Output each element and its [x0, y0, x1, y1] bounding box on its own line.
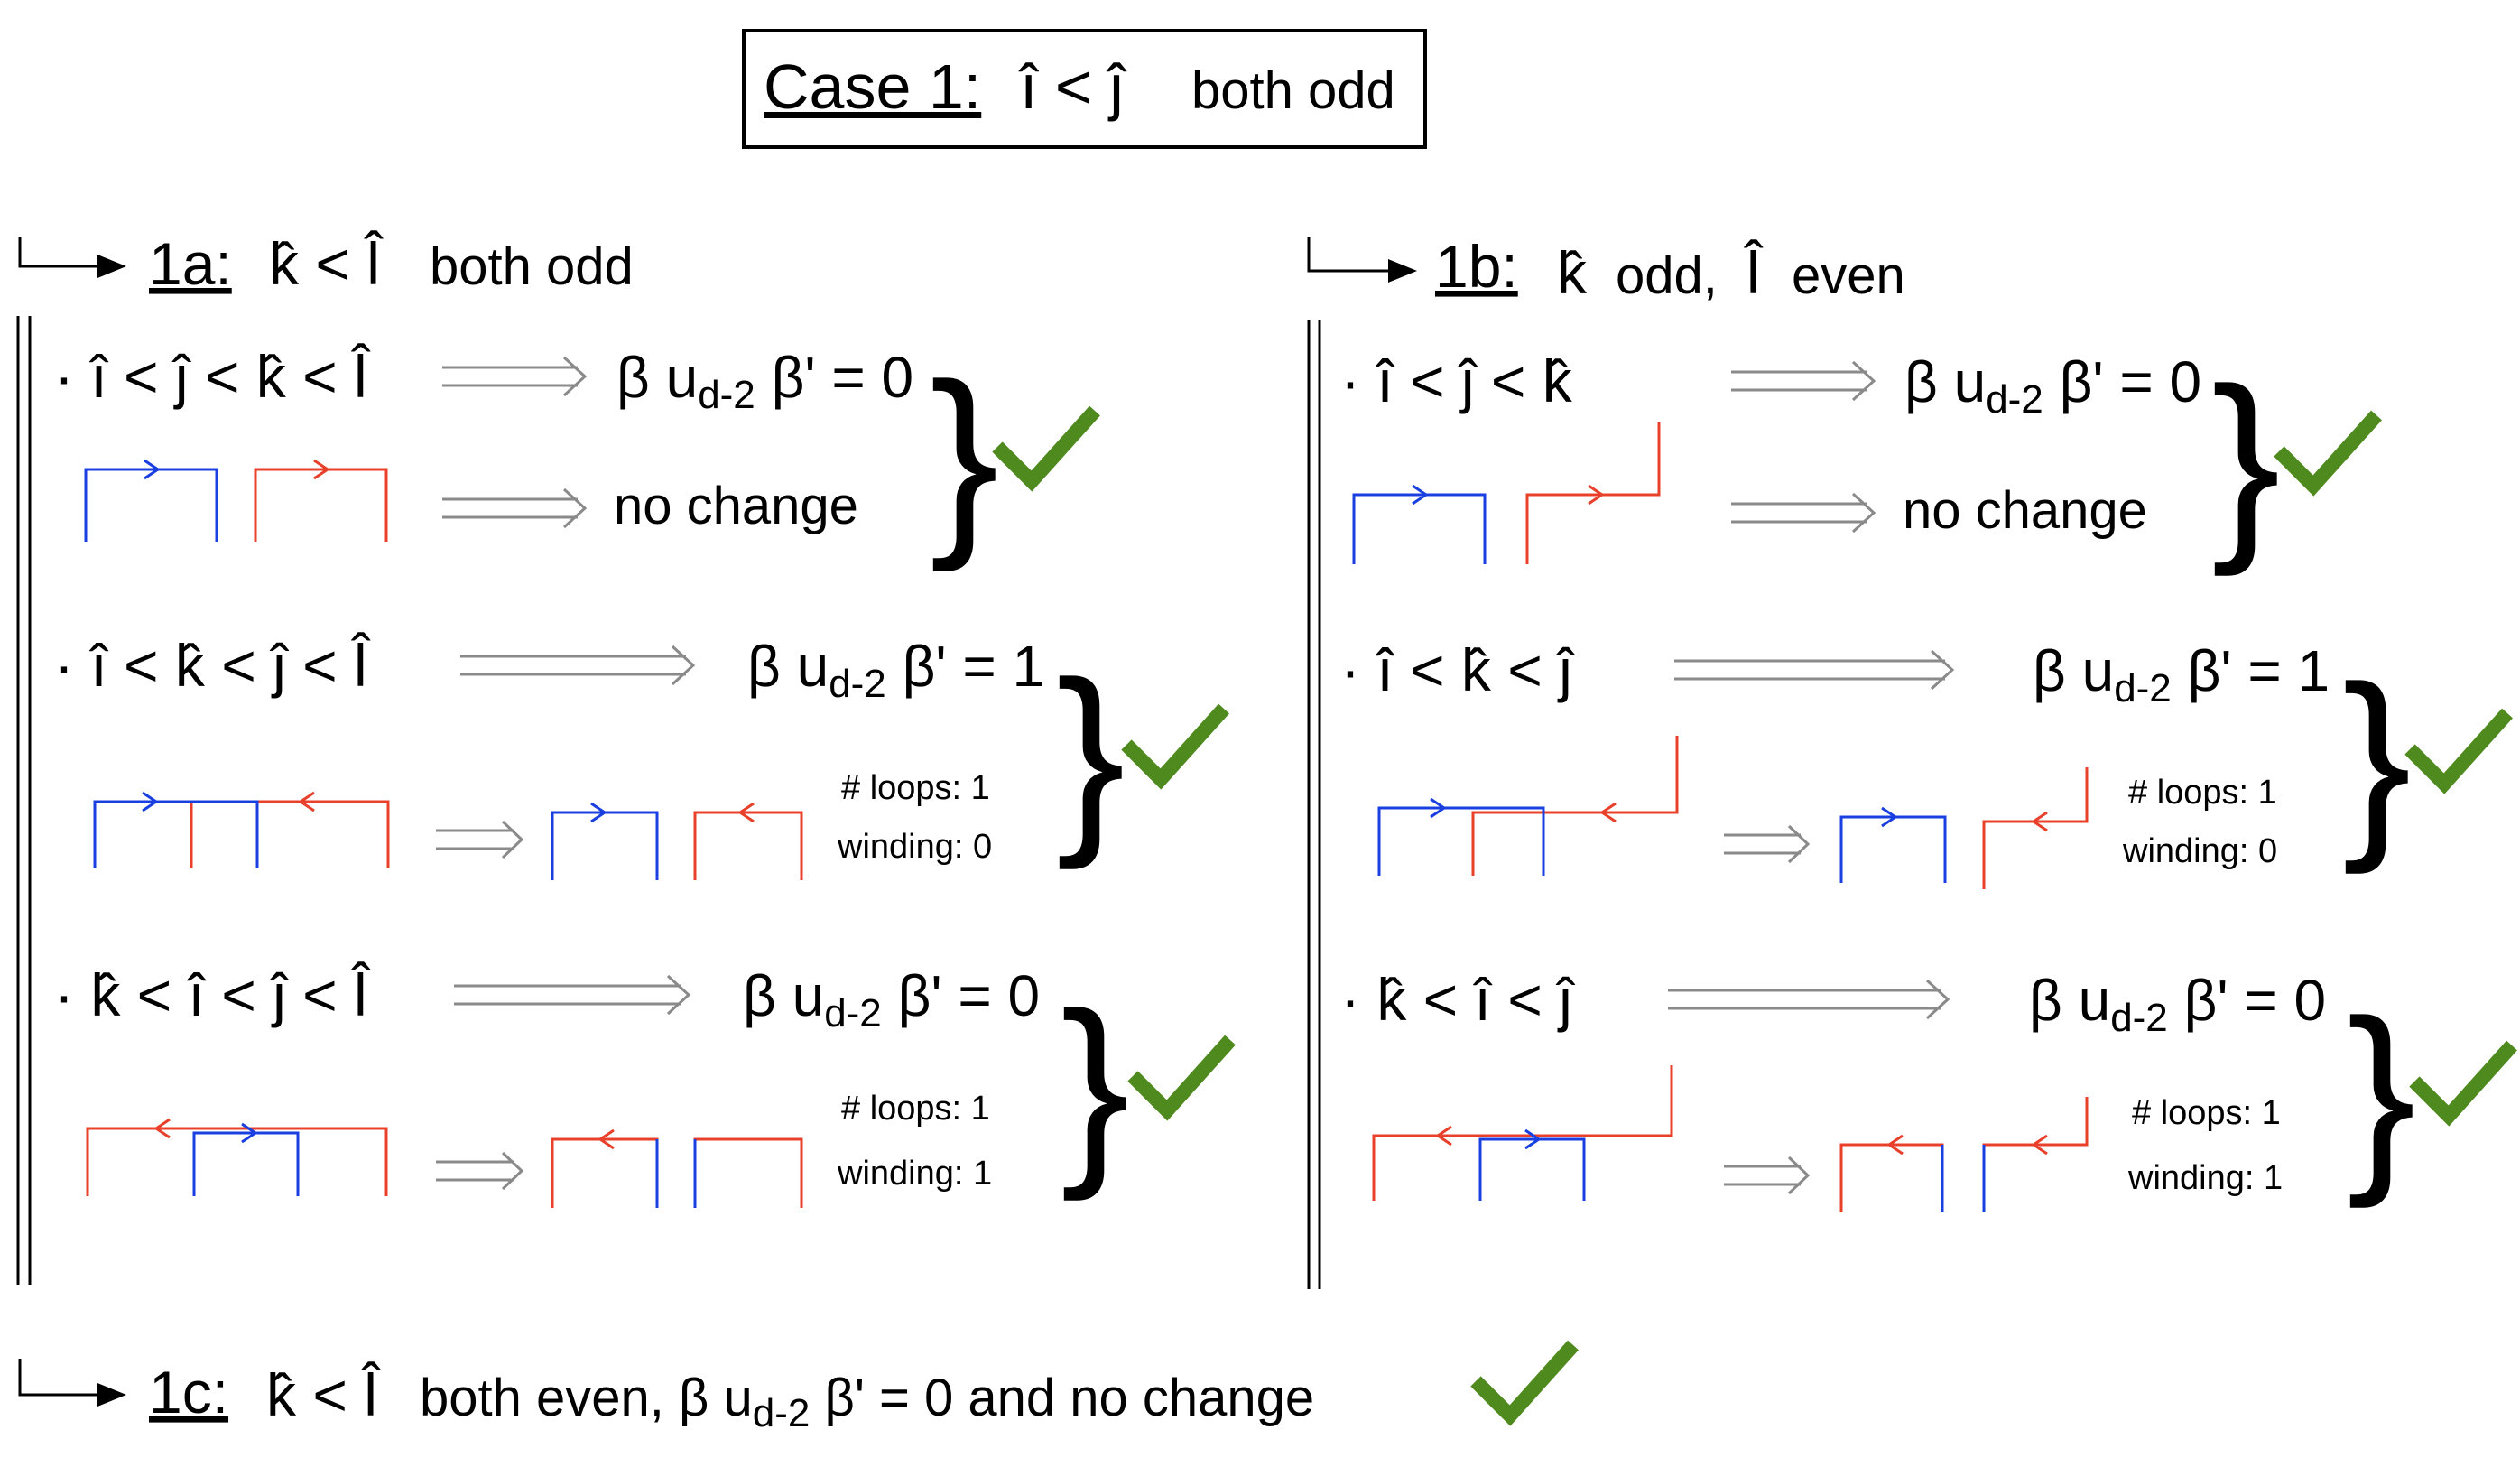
check-icon	[2410, 713, 2507, 784]
strand-blue-red	[1982, 1097, 2089, 1212]
strand-blue	[1377, 797, 1545, 876]
section-1c-label: 1c:	[149, 1359, 228, 1425]
strand-blue	[84, 459, 218, 542]
row-1b-1-result: β ud-2 β' = 0	[1904, 349, 2201, 422]
strand-red	[1471, 736, 1679, 876]
section-1a-label: 1a:	[149, 230, 232, 297]
strand-blue	[1352, 484, 1487, 564]
strand-red	[1525, 422, 1661, 564]
row-1a-2-condition: · î < k̂ < ĵ < l̂	[54, 631, 371, 699]
row-1a-2-winding: winding: 0	[837, 828, 992, 866]
strand-blue-red	[693, 1137, 803, 1208]
implies-arrow	[436, 820, 524, 859]
section-1b: 1b: k̂ odd, l̂ even · î < ĵ < k̂ β ud-2 …	[1307, 233, 2512, 1289]
title-case-label: Case 1:	[764, 51, 981, 122]
branch-arrow-1a	[18, 237, 99, 268]
strand-red	[254, 459, 388, 542]
check-icon	[1126, 709, 1224, 779]
row-1a-2-result: β ud-2 β' = 1	[747, 634, 1044, 706]
row-1b-3-result: β ud-2 β' = 0	[2029, 968, 2326, 1040]
implies-arrow	[442, 487, 588, 529]
strand-red	[86, 1118, 388, 1196]
section-1b-k: k̂	[1557, 239, 1588, 306]
implies-arrow	[1668, 979, 1950, 1020]
row-1b-2-loops: # loops: 1	[2128, 774, 2277, 812]
implies-arrow	[436, 1151, 524, 1191]
brace: }	[2211, 345, 2281, 577]
section-1b-l: l̂	[1744, 238, 1764, 306]
check-icon	[1133, 1040, 1230, 1110]
arrow-head-1c	[97, 1383, 126, 1407]
strand-blue	[1839, 806, 1947, 883]
row-1b-2-winding: winding: 0	[2122, 832, 2277, 870]
strand-red	[693, 802, 803, 880]
row-1a-3-winding: winding: 1	[837, 1155, 992, 1193]
check-icon	[2279, 415, 2376, 486]
check-icon	[2414, 1045, 2512, 1116]
implies-arrow	[442, 356, 588, 397]
section-1b-label: 1b:	[1435, 233, 1518, 300]
implies-arrow	[1674, 649, 1955, 691]
row-1a-1-result: β ud-2 β' = 0	[616, 345, 913, 417]
brace: }	[1061, 970, 1130, 1202]
strand-blue	[1478, 1128, 1586, 1201]
implies-arrow	[460, 645, 696, 686]
row-1a-3-loops: # loops: 1	[841, 1090, 990, 1128]
implies-arrow	[1724, 1156, 1811, 1195]
implies-arrow	[1731, 360, 1876, 402]
section-1c-condition: k̂ < l̂	[266, 1360, 381, 1428]
row-1a-1-no-change: no change	[614, 477, 858, 535]
title-box	[742, 29, 1427, 149]
branch-arrow-1b	[1307, 237, 1390, 273]
strand-blue	[93, 791, 259, 868]
check-icon	[997, 411, 1095, 481]
branch-arrow-1c	[18, 1359, 99, 1397]
brace: }	[1056, 638, 1126, 870]
row-1b-3-condition: · k̂ < î < ĵ	[1340, 966, 1576, 1033]
section-1a-parity: both odd	[430, 237, 634, 296]
row-1b-3-winding: winding: 1	[2127, 1159, 2283, 1197]
row-1b-2-condition: · î < k̂ < ĵ	[1340, 636, 1576, 703]
implies-arrow	[454, 974, 691, 1016]
strand-red	[1982, 767, 2089, 889]
arrow-head-1a	[97, 255, 126, 278]
check-icon	[1476, 1345, 1573, 1416]
row-1b-1-condition: · î < ĵ < k̂	[1340, 348, 1573, 414]
strand-red-blue	[551, 1128, 659, 1208]
section-1c-text: both even, β ud-2 β' = 0 and no change	[420, 1369, 1314, 1435]
implies-arrow	[1724, 824, 1811, 864]
brace: }	[2347, 977, 2416, 1209]
row-1a-1-condition: · î < ĵ < k̂ < l̂	[54, 342, 371, 410]
row-1b-2-result: β ud-2 β' = 1	[2033, 638, 2330, 710]
section-1a-condition: k̂ < l̂	[269, 229, 384, 297]
strand-red	[1372, 1065, 1673, 1201]
strand-blue	[551, 802, 659, 880]
row-1a-2-loops: # loops: 1	[841, 769, 990, 807]
strand-red	[190, 791, 390, 868]
section-1a: 1a: k̂ < l̂ both odd · î < ĵ < k̂ < l̂ β…	[16, 229, 1230, 1285]
row-1b-1-no-change: no change	[1903, 481, 2147, 540]
strand-red-blue	[1839, 1134, 1944, 1212]
row-1a-3-condition: · k̂ < î < ĵ < l̂	[54, 961, 371, 1028]
title-condition: î < ĵ	[1018, 51, 1127, 122]
implies-arrow	[1731, 492, 1876, 534]
strand-blue	[192, 1122, 300, 1196]
section-1b-parity: even	[1792, 246, 1905, 305]
section-1b-odd: odd,	[1616, 246, 1718, 305]
brace: }	[930, 340, 999, 572]
title-parity: both odd	[1191, 61, 1395, 120]
row-1a-3-result: β ud-2 β' = 0	[743, 963, 1040, 1035]
brace: }	[2342, 643, 2412, 875]
row-1b-3-loops: # loops: 1	[2132, 1094, 2281, 1132]
arrow-head-1b	[1388, 259, 1417, 283]
section-1c: 1c: k̂ < l̂ both even, β ud-2 β' = 0 and…	[18, 1345, 1573, 1435]
